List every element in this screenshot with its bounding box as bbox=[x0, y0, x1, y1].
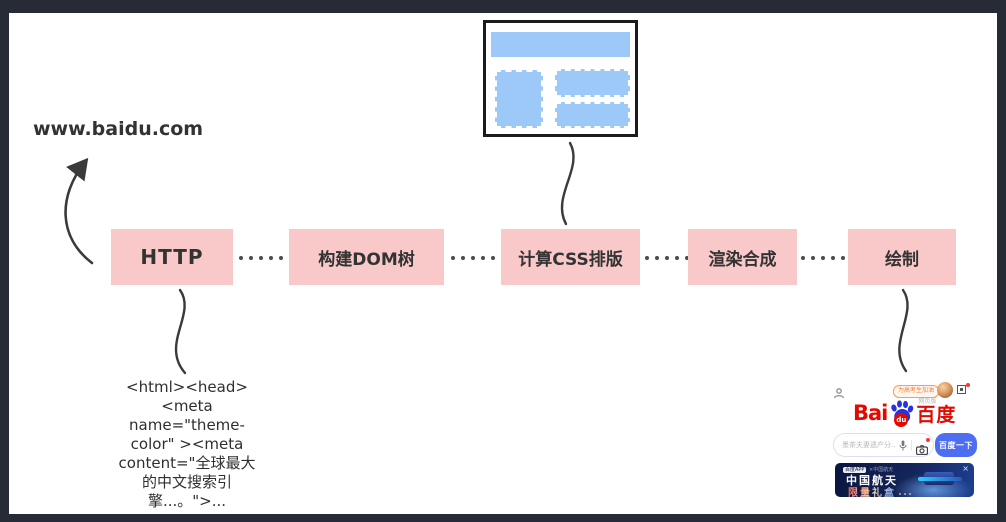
carousel-dots bbox=[898, 493, 911, 495]
banner-title: 中国航天 bbox=[846, 474, 898, 487]
url-label: www.baidu.com bbox=[33, 118, 204, 140]
stage-render-composite: 渲染合成 bbox=[688, 229, 797, 285]
solar-panel-illustration bbox=[918, 477, 962, 481]
baidu-logo-cn: 百度 bbox=[916, 403, 957, 426]
wireframe-content-block-top bbox=[555, 69, 630, 97]
baidu-variant-label: 网页版 bbox=[918, 398, 937, 405]
qr-scan-icon[interactable] bbox=[957, 383, 970, 396]
banner-subbadge: ×中国航天 bbox=[869, 467, 894, 473]
stage-build-dom: 构建DOM树 bbox=[289, 229, 444, 285]
wireframe-content-block-bottom bbox=[555, 102, 630, 128]
wireframe-sidebar-block bbox=[495, 70, 543, 128]
wireframe-header-block bbox=[491, 32, 630, 57]
search-placeholder: 墨茶夫妻遗产分... bbox=[842, 441, 895, 449]
dots-separator bbox=[645, 256, 689, 260]
input-divider bbox=[911, 440, 912, 450]
avatar[interactable] bbox=[937, 382, 953, 398]
qr-grid bbox=[957, 385, 966, 394]
close-icon[interactable]: × bbox=[962, 464, 969, 473]
baidu-logo-du: du bbox=[894, 413, 909, 427]
html-source-snippet: <html><head> <meta name="theme- color" >… bbox=[118, 378, 256, 510]
dots-separator bbox=[239, 256, 283, 260]
promo-banner[interactable]: 百度APP ×中国航天 中国航天 限量礼盒 × bbox=[835, 463, 974, 497]
stage-paint: 绘制 bbox=[848, 229, 956, 285]
notification-dot bbox=[926, 438, 930, 442]
baidu-search-button[interactable]: 百度一下 bbox=[935, 433, 977, 457]
stage-http: HTTP bbox=[111, 229, 233, 285]
promo-pill[interactable]: 为高考生加油 bbox=[893, 385, 940, 398]
camera-icon[interactable] bbox=[915, 438, 930, 456]
baidu-logo-bai: Bai bbox=[853, 401, 888, 425]
baidu-logo: Bai du 网页版 百度 bbox=[853, 398, 956, 428]
notification-dot bbox=[966, 383, 970, 387]
search-input[interactable]: 墨茶夫妻遗产分... bbox=[833, 433, 934, 457]
banner-badge: 百度APP bbox=[843, 467, 867, 473]
dots-separator bbox=[801, 256, 845, 260]
stage-css-layout: 计算CSS排版 bbox=[501, 229, 640, 285]
page-layout-wireframe bbox=[483, 20, 638, 137]
baidu-paw-icon: du 网页版 bbox=[888, 398, 936, 427]
mic-icon[interactable] bbox=[899, 436, 907, 455]
user-icon[interactable] bbox=[833, 384, 845, 399]
dots-separator bbox=[451, 256, 495, 260]
banner-subtitle: 限量礼盒 bbox=[848, 484, 896, 497]
